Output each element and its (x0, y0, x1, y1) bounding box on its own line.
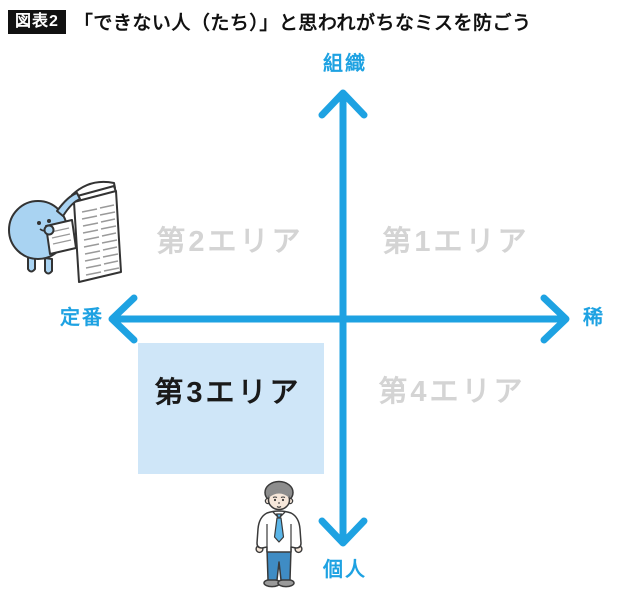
quadrant-label-area3: 第3エリア (154, 377, 302, 409)
character-with-paper-stack-illustration (8, 180, 122, 283)
axis-label-organization: 組織 (323, 53, 367, 75)
axis-label-standard: 定番 (60, 307, 104, 329)
figure-title: 「できない人（たち）」と思われがちなミスを防ごう (73, 13, 532, 34)
axis-label-individual: 個人 (323, 559, 367, 581)
arrowhead-up-icon (318, 89, 368, 119)
paper-stack-text-lines (81, 204, 120, 276)
standing-businessman-illustration (255, 480, 303, 588)
man-face (272, 496, 286, 508)
quadrant-3-highlight-box (138, 343, 324, 474)
arrowhead-left-icon (108, 294, 138, 344)
arrowhead-right-icon (540, 294, 570, 344)
figure-header: 図表2 「できない人（たち）」と思われがちなミスを防ごう (8, 8, 612, 35)
quadrant-label-area4: 第4エリア (378, 376, 526, 408)
quadrant-label-area2: 第2エリア (156, 226, 304, 258)
figure-badge: 図表2 (8, 9, 66, 34)
arrowhead-down-icon (318, 517, 368, 547)
axis-label-rare: 稀 (583, 307, 603, 329)
quadrant-label-area1: 第1エリア (382, 226, 530, 258)
